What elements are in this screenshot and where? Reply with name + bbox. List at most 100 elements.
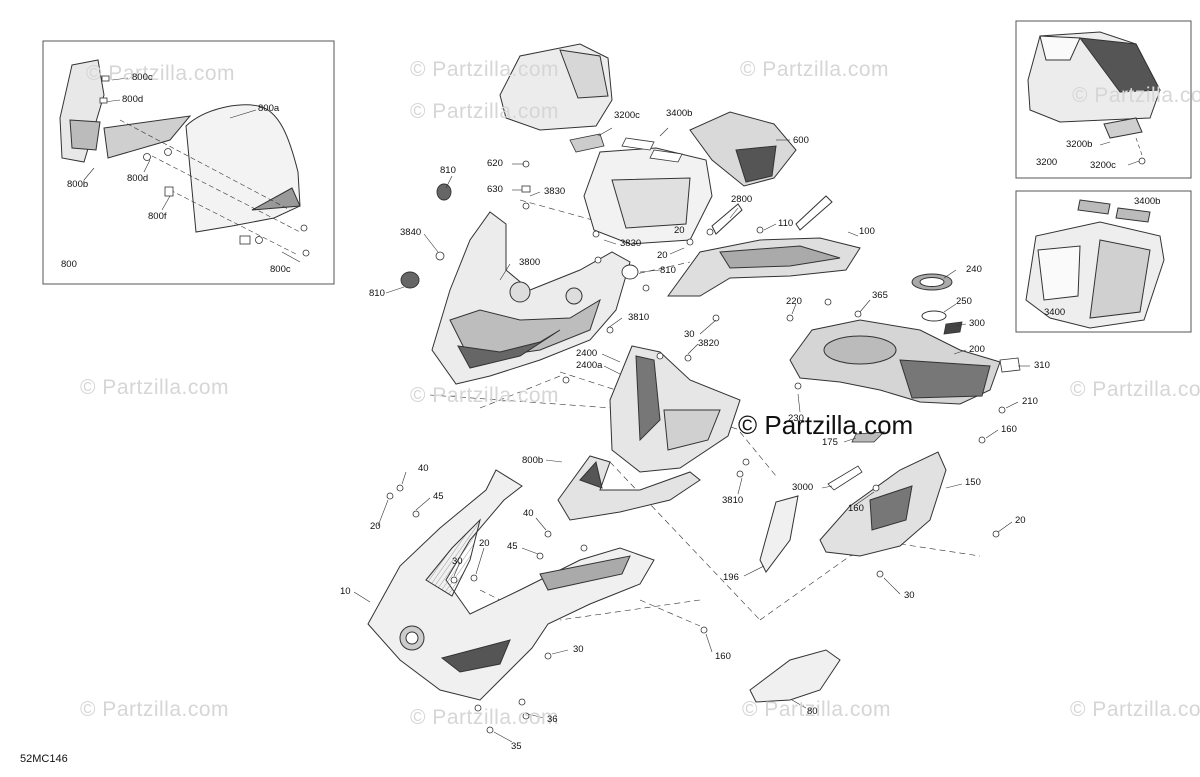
callout-label: 110 — [778, 218, 794, 229]
callout-label: 800a — [258, 103, 280, 114]
watermark: © Partzilla.com — [410, 384, 560, 407]
watermark: © Partzilla.com — [410, 100, 560, 123]
callout-label: 2400 — [576, 348, 598, 359]
callout-label: 3830 — [544, 186, 566, 197]
callout-label: 810 — [440, 165, 456, 176]
fasteners — [386, 160, 1006, 734]
callout-label: 800c — [270, 264, 291, 275]
callout-label: 80 — [807, 706, 818, 717]
callout-label: 810 — [369, 288, 385, 299]
watermark: © Partzilla.com — [1072, 84, 1200, 107]
callout-label: 20 — [657, 250, 668, 261]
callout-label: 150 — [965, 477, 981, 488]
callout-label: 3800 — [519, 257, 541, 268]
watermark: © Partzilla.com — [742, 698, 892, 721]
inset-3400-label: 3400 — [1044, 307, 1066, 318]
watermark: © Partzilla.com — [740, 58, 890, 81]
callout-label: 36 — [547, 714, 558, 725]
watermark: © Partzilla.com — [410, 706, 560, 729]
callout-label: 620 — [487, 158, 503, 169]
callout-label: 20 — [674, 225, 685, 236]
callout-label: 220 — [786, 296, 802, 307]
watermark: © Partzilla.com — [1070, 378, 1200, 401]
watermark: © Partzilla.com — [1070, 698, 1200, 721]
callout-label: 3810 — [628, 312, 650, 323]
callout-label: 175 — [822, 437, 838, 448]
callout-label: 3200c — [614, 110, 640, 121]
callout-label: 3840 — [400, 227, 422, 238]
callout-label: 20 — [1015, 515, 1026, 526]
callout-label: 250 — [956, 296, 972, 307]
side-panel-100-part — [667, 237, 861, 297]
bracket-196-part — [759, 495, 799, 573]
callout-label: 35 — [511, 741, 522, 752]
callout-label: 40 — [523, 508, 534, 519]
upper-trim-600-part — [689, 111, 797, 187]
callout-label: 100 — [859, 226, 875, 237]
front-panel-part — [609, 345, 741, 473]
callout-label: 10 — [340, 586, 351, 597]
callout-label: 310 — [1034, 360, 1050, 371]
lower-fairing-part — [557, 455, 701, 521]
callout-label: 2400a — [576, 360, 603, 371]
glovebox-part — [583, 147, 713, 245]
callout-label: 3200b — [1066, 139, 1093, 150]
callout-label: 3820 — [698, 338, 720, 349]
watermark: © Partzilla.com — [80, 376, 230, 399]
inset-800-hardware — [99, 75, 310, 257]
callout-label: 240 — [966, 264, 982, 275]
callout-label: 800b — [522, 455, 544, 466]
callout-label: 30 — [452, 556, 463, 567]
callout-label: 600 — [793, 135, 809, 146]
hood-10-part — [367, 469, 655, 701]
callout-label: 365 — [872, 290, 888, 301]
storage-bin-part — [1025, 199, 1165, 329]
callout-label: 3200c — [1090, 160, 1116, 171]
diagram-code: 52MC146 — [20, 753, 68, 765]
inset-3200-nut — [1138, 157, 1146, 165]
callout-label: 800d — [127, 173, 149, 184]
callout-label: 800f — [148, 211, 167, 222]
callout-label: 30 — [684, 329, 695, 340]
callout-label: 2800 — [731, 194, 753, 205]
side-panel-150-part — [819, 451, 947, 557]
callout-label: 3810 — [722, 495, 744, 506]
callout-label: 20 — [370, 521, 381, 532]
inset-800-label: 800 — [61, 259, 77, 270]
callout-label: 800b — [67, 179, 89, 190]
brand-watermark: © Partzilla.com — [738, 410, 914, 440]
inset-frame-3400 — [1015, 190, 1192, 333]
watermark: © Partzilla.com — [80, 698, 230, 721]
callout-label: 30 — [904, 590, 915, 601]
callout-label: 3000 — [792, 482, 814, 493]
bracket-80-part — [749, 649, 841, 703]
gauge-ring-240-part — [911, 273, 953, 322]
console-cover-part — [499, 43, 613, 131]
callout-label: 196 — [723, 572, 739, 583]
vent-strip-2800-part — [711, 195, 833, 235]
callout-label: 800c — [132, 72, 153, 83]
callout-label: 200 — [969, 344, 985, 355]
callout-label: 45 — [507, 541, 518, 552]
callout-label: 800d — [122, 94, 144, 105]
headlight-housing-part — [431, 211, 631, 385]
watermark: © Partzilla.com — [410, 58, 560, 81]
grommets — [400, 183, 639, 289]
callout-label: 40 — [418, 463, 429, 474]
callout-label: 20 — [479, 538, 490, 549]
watermark: © Partzilla.com — [86, 62, 236, 85]
dashboard-200-part — [789, 319, 1001, 405]
callout-label: 160 — [848, 503, 864, 514]
callout-leaders — [353, 127, 1030, 743]
callout-label: 630 — [487, 184, 503, 195]
callout-label: 30 — [573, 644, 584, 655]
callout-label: 300 — [969, 318, 985, 329]
callout-label: 230 — [788, 413, 804, 424]
callout-label: 3830 — [620, 238, 642, 249]
callout-label: 3400b — [1134, 196, 1161, 207]
inset-frame-800 — [42, 40, 335, 285]
callout-label: 3400b — [666, 108, 693, 119]
callout-label: 160 — [715, 651, 731, 662]
callout-label: 210 — [1022, 396, 1038, 407]
